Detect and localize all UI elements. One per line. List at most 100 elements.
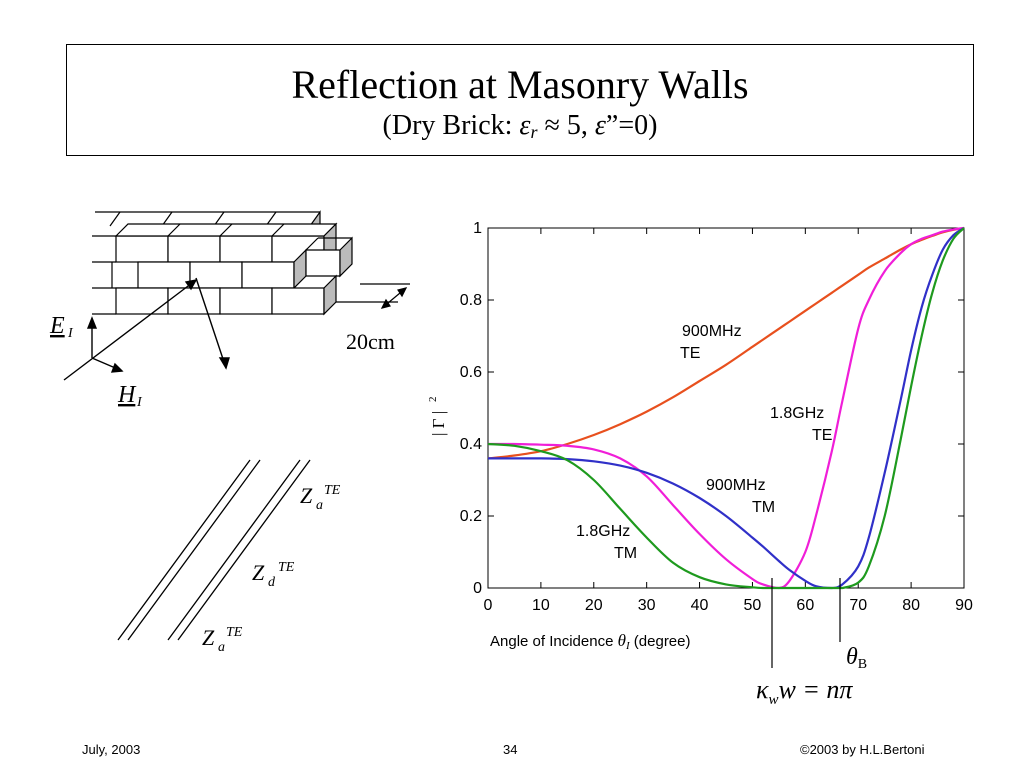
plot-area (487, 227, 965, 589)
za-top-superscript: TE (324, 483, 341, 498)
line-break (145, 573, 160, 590)
data-series (487, 226, 965, 590)
brick-side-face (339, 236, 353, 278)
incident-ray-arrowhead (184, 279, 198, 291)
za-bottom-superscript: TE (226, 625, 243, 640)
wall-top-joint (305, 237, 319, 251)
footer-date: July, 2003 (82, 742, 141, 757)
x-tick-label: 50 (744, 597, 762, 614)
y-tick-label: 1 (473, 220, 482, 237)
za-top-label: Z (300, 483, 313, 508)
ray-arrows (63, 277, 230, 381)
slide-title: Reflection at Masonry Walls (291, 62, 749, 107)
e-field-label: E (49, 313, 65, 339)
brick (167, 287, 221, 315)
annotation-1-8ghz-tm-line1: 1.8GHz (576, 523, 630, 540)
kappa-symbol: κ (756, 675, 769, 704)
wall-top-joint (219, 223, 233, 237)
x-tick-label: 80 (902, 597, 920, 614)
wall-thickness-label: 20cm (346, 329, 395, 354)
line-conductor (117, 459, 251, 641)
za-bottom-label: Z (202, 625, 215, 650)
footer-page-number: 34 (503, 742, 518, 757)
brick (167, 235, 221, 263)
za-bottom-subscript: a (218, 640, 225, 655)
brick (115, 235, 169, 263)
x-axis-label-prefix: Angle of Incidence (490, 633, 618, 650)
series-line-1-8ghz-tm (487, 227, 965, 590)
annotation-1-8ghz-te-line1: 1.8GHz (770, 405, 824, 422)
e-field-arrowhead (86, 316, 98, 329)
line-break (195, 573, 210, 590)
x-axis-label: Angle of Incidence θI (degree) (490, 631, 691, 652)
x-tick-label: 10 (532, 597, 550, 614)
epsilon-imag-symbol: ε (594, 110, 606, 141)
wall-top-joint (167, 223, 181, 237)
annotation-900mhz-te-line1: 900MHz (682, 323, 742, 340)
transmitted-ray-arrowhead (218, 357, 230, 370)
e-field-subscript: I (67, 326, 74, 341)
line-conductor (177, 459, 311, 641)
line-conductor (167, 459, 301, 641)
epsilon-r-symbol: ε (519, 110, 531, 141)
annotation-1-8ghz-tm-line2: TM (614, 545, 637, 562)
zd-subscript: d (268, 575, 276, 590)
brick (241, 261, 295, 289)
brewster-label: θB (846, 644, 867, 672)
brick-side-face (323, 274, 337, 316)
title-box: Reflection at Masonry Walls (Dry Brick: … (66, 44, 974, 156)
zd-superscript: TE (278, 560, 295, 575)
annotation-900mhz-tm-line2: TM (752, 499, 775, 516)
x-tick-label: 0 (484, 597, 493, 614)
annotation-900mhz-tm-line1: 900MHz (706, 477, 766, 494)
annotation-1-8ghz-te-line2: TE (812, 427, 832, 444)
za-top-subscript: a (316, 498, 323, 513)
brick-end (305, 249, 341, 277)
x-axis-theta-subscript: I (625, 640, 631, 652)
x-axis-label-suffix: (degree) (630, 633, 691, 650)
subtitle-prefix: (Dry Brick: (382, 110, 520, 141)
brewster-subscript: B (858, 657, 867, 672)
wall-top-joint (109, 211, 121, 227)
slide-subtitle: (Dry Brick: εr ≈ 5, ε”=0) (67, 109, 973, 149)
incident-ray (63, 279, 197, 381)
footer-copyright: ©2003 by H.L.Bertoni (800, 742, 925, 757)
subtitle-suffix: ”=0) (605, 110, 658, 141)
epsilon-r-subscript: r (530, 122, 538, 142)
h-field-subscript: I (136, 395, 143, 410)
brick (189, 261, 243, 289)
annotation-900mhz-te-line2: TE (680, 345, 700, 362)
transmission-line-diagram (117, 459, 311, 641)
brick (137, 261, 191, 289)
brick-wall-diagram (92, 210, 410, 316)
series-line-900mhz-tm (488, 227, 965, 590)
line-break (249, 499, 264, 516)
line-break (199, 499, 214, 516)
brick (219, 287, 273, 315)
kappa-rest: w = nπ (779, 675, 854, 704)
x-tick-label: 70 (849, 597, 867, 614)
brewster-theta: θ (846, 644, 858, 670)
kappa-subscript: w (768, 692, 778, 708)
x-tick-label: 30 (638, 597, 656, 614)
y-axis-label-group: | Γ | 2 (427, 397, 448, 437)
y-tick-label: 0.6 (460, 364, 482, 381)
zd-label: Z (252, 560, 265, 585)
y-axis-label: | Γ | (429, 411, 448, 436)
subtitle-mid: ≈ 5, (537, 110, 595, 141)
y-axis-label-superscript: 2 (427, 397, 439, 403)
kappa-equation: κww = nπ (756, 675, 853, 708)
line-conductor (127, 459, 261, 641)
transmitted-ray (195, 277, 227, 369)
x-axis-theta: θ (618, 631, 626, 650)
x-tick-label: 60 (796, 597, 814, 614)
x-tick-label: 40 (691, 597, 709, 614)
dimension-arrowhead (380, 298, 391, 309)
x-tick-label: 90 (955, 597, 973, 614)
y-tick-label: 0.4 (460, 436, 482, 453)
h-field-label: H (117, 382, 137, 408)
brick (271, 287, 325, 315)
